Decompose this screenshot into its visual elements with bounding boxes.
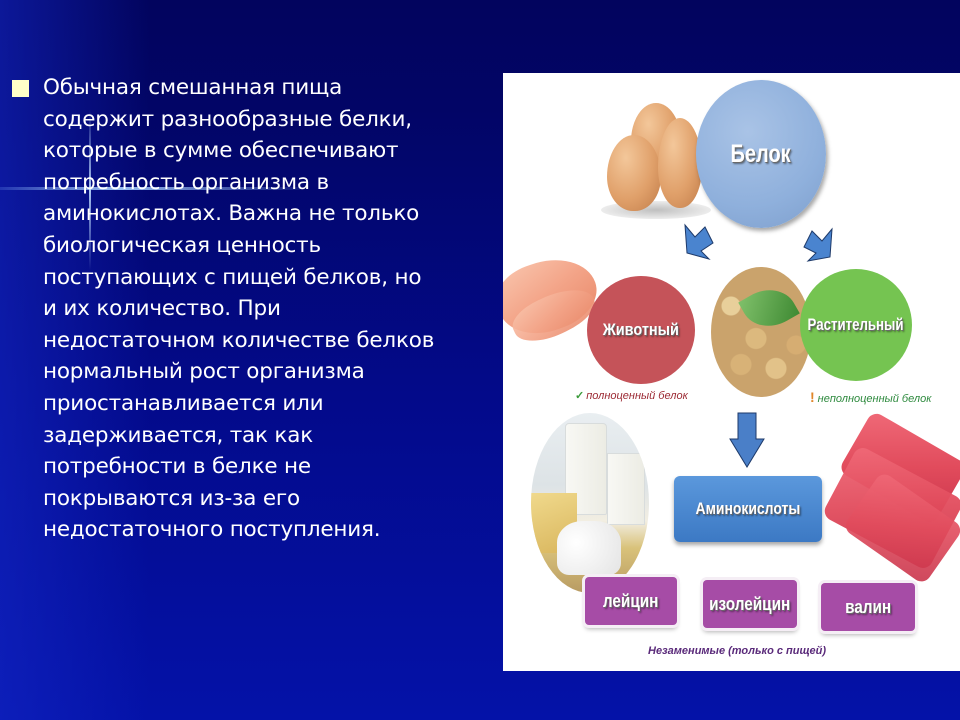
isoleucine-node: изолейцин bbox=[703, 580, 797, 628]
isoleucine-label: изолейцин bbox=[709, 593, 791, 614]
exclamation-icon: ! bbox=[810, 389, 815, 405]
light-flare-vertical bbox=[89, 110, 91, 270]
plant-protein-label: Растительный bbox=[808, 315, 905, 334]
arrow-down-right-icon bbox=[803, 227, 833, 262]
plant-protein-node: Растительный bbox=[800, 269, 912, 381]
paragraph-text: Обычная смешанная пища содержит разнообр… bbox=[43, 75, 435, 543]
animal-protein-label: Животный bbox=[602, 320, 680, 339]
check-icon: ✓ bbox=[575, 390, 585, 402]
arrow-down-left-icon bbox=[684, 223, 714, 260]
amino-acids-label: Аминокислоты bbox=[695, 499, 801, 518]
protein-root-node: Белок bbox=[696, 80, 826, 228]
square-bullet-icon bbox=[12, 80, 29, 97]
cottage-cheese-image bbox=[557, 521, 621, 575]
egg-image bbox=[658, 118, 702, 208]
leucine-label: лейцин bbox=[603, 590, 659, 611]
background-glow bbox=[0, 0, 150, 720]
arrow-down-icon bbox=[729, 412, 765, 468]
light-flare-horizontal bbox=[0, 187, 300, 190]
incomplete-protein-note: !неполноценный белок bbox=[810, 389, 931, 405]
dairy-products-image bbox=[531, 413, 649, 593]
amino-acids-node: Аминокислоты bbox=[674, 476, 822, 542]
bullet-paragraph: Обычная смешанная пища содержит разнообр… bbox=[12, 72, 482, 546]
complete-protein-note: ✓полноценный белок bbox=[575, 389, 688, 402]
egg-image bbox=[607, 135, 661, 211]
incomplete-protein-text: неполноценный белок bbox=[817, 393, 932, 405]
leucine-node: лейцин bbox=[585, 577, 677, 625]
essential-footnote: Незаменимые (только с пищей) bbox=[648, 645, 826, 657]
protein-root-label: Белок bbox=[730, 139, 792, 168]
soybeans-image bbox=[711, 267, 811, 397]
animal-protein-node: Животный bbox=[587, 276, 695, 384]
valine-node: валин bbox=[821, 583, 915, 631]
complete-protein-text: полноценный белок bbox=[586, 390, 688, 402]
valine-label: валин bbox=[844, 596, 892, 617]
milk-glass-image bbox=[607, 453, 645, 525]
protein-diagram: Белок Животный Растительный ✓полноценный… bbox=[503, 73, 960, 671]
